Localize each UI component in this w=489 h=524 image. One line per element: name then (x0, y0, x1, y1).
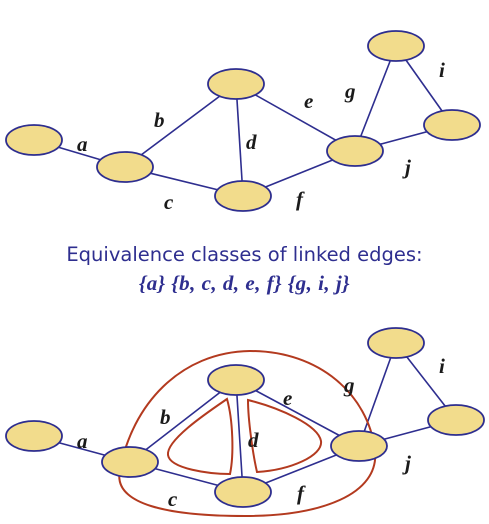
top-node-3 (207, 68, 265, 100)
equivalence-classes-line: {a} {b, c, d, e, f} {g, i, j} (138, 271, 351, 295)
top-label-e: e (304, 89, 313, 113)
top-edge-d (235, 83, 244, 197)
top-graph: a b c d e f g i j (5, 30, 481, 214)
top-node-2 (96, 151, 154, 183)
top-node-5 (326, 135, 384, 167)
bottom-edge-g (358, 342, 397, 447)
bottom-node-7 (427, 404, 485, 436)
top-node-1 (5, 124, 63, 156)
bottom-node-1 (5, 420, 63, 452)
bottom-node-6 (367, 327, 425, 359)
bottom-node-4 (214, 476, 272, 508)
bottom-label-c: c (168, 487, 178, 511)
inner-right-loop (246, 398, 323, 474)
top-label-j: j (402, 155, 411, 179)
bottom-label-i: i (439, 354, 445, 378)
top-node-6 (367, 30, 425, 62)
bottom-label-d: d (248, 428, 259, 452)
bottom-label-b: b (160, 405, 171, 429)
top-edge-g (354, 45, 397, 152)
top-label-f: f (296, 187, 305, 211)
bottom-label-g: g (343, 373, 355, 397)
top-label-b: b (154, 108, 165, 132)
top-edge-labels: a b c d e f g i j (77, 58, 445, 214)
bottom-label-a: a (77, 429, 88, 453)
equivalence-caption: Equivalence classes of linked edges: (66, 243, 423, 266)
bottom-label-f: f (297, 481, 306, 505)
top-edge-b (124, 83, 237, 168)
top-node-7 (423, 109, 481, 141)
bottom-node-3 (207, 364, 265, 396)
top-label-d: d (246, 130, 257, 154)
top-label-c: c (164, 190, 174, 214)
bottom-node-5 (330, 430, 388, 462)
bottom-node-2 (101, 446, 159, 478)
bottom-label-j: j (402, 451, 411, 475)
top-label-i: i (439, 58, 445, 82)
top-label-g: g (344, 79, 356, 103)
top-label-a: a (77, 132, 88, 156)
top-node-4 (214, 180, 272, 212)
top-nodes (5, 30, 481, 212)
bottom-edge-d (235, 379, 244, 493)
bottom-edge-b (129, 379, 237, 463)
top-edges (33, 45, 453, 197)
bottom-label-e: e (283, 386, 292, 410)
inner-left-loop (167, 397, 234, 476)
bottom-nodes (5, 327, 485, 508)
bottom-edge-labels: a b c d e f g i j (77, 354, 445, 511)
bottom-graph: a b c d e f g i j (5, 327, 485, 518)
